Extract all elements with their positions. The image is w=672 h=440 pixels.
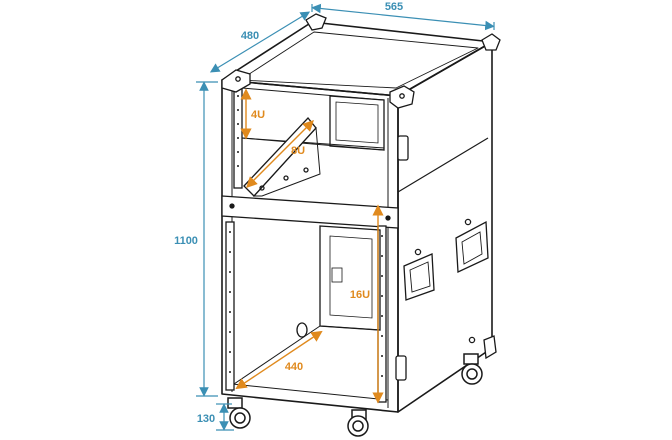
side-panel-seam bbox=[397, 137, 489, 193]
rack-8u-label: 8U bbox=[291, 145, 305, 157]
handle-left-inner bbox=[409, 261, 431, 293]
rack-16u-label: 16U bbox=[350, 289, 370, 301]
height-label: 1100 bbox=[174, 235, 198, 247]
corner-front-right bbox=[389, 85, 415, 109]
latch-lower bbox=[395, 355, 407, 381]
slant-screw-3 bbox=[303, 167, 309, 173]
rack-8u-line bbox=[246, 120, 314, 188]
handle-right-inner bbox=[461, 231, 483, 265]
shelf-separator bbox=[241, 137, 385, 151]
inner-width-line bbox=[235, 330, 323, 390]
corner-top-right bbox=[481, 33, 501, 51]
wheel-front-left bbox=[227, 397, 251, 429]
slant-rack-face bbox=[252, 126, 321, 197]
wheel-height-label: 130 bbox=[197, 413, 215, 425]
handle-right bbox=[455, 220, 489, 273]
depth-label: 480 bbox=[241, 30, 259, 42]
lower-floor-left bbox=[233, 325, 321, 385]
lower-back-box-inner bbox=[329, 235, 373, 319]
depth-dimension-line bbox=[209, 11, 311, 73]
crossbar bbox=[221, 195, 399, 229]
rack-interior bbox=[221, 87, 399, 403]
corner-protectors bbox=[221, 13, 501, 360]
floor-hole bbox=[296, 322, 308, 338]
lower-back-box bbox=[319, 225, 381, 331]
crossbar-screw-right bbox=[385, 215, 391, 221]
rack-4u-label: 4U bbox=[251, 109, 265, 121]
corner-top-back bbox=[305, 13, 327, 31]
dimension-lines-orange bbox=[235, 88, 384, 404]
slant-screw-2 bbox=[283, 175, 289, 181]
inner-width-label: 440 bbox=[285, 361, 303, 373]
hardware bbox=[395, 135, 489, 381]
width-dimension-line bbox=[311, 3, 495, 31]
case-top-inner bbox=[239, 31, 479, 89]
wheel-back-right bbox=[461, 353, 483, 385]
crossbar-screw-left bbox=[229, 203, 235, 209]
upper-back-box-inner bbox=[335, 101, 379, 144]
dimension-lines-blue bbox=[196, 3, 495, 431]
wheels bbox=[227, 353, 483, 437]
case-top-face bbox=[221, 21, 493, 97]
latch-upper bbox=[397, 135, 409, 161]
lower-floor-back bbox=[319, 325, 381, 331]
corner-bottom-right bbox=[483, 335, 497, 360]
wheel-front-right bbox=[347, 409, 369, 437]
lower-back-box-latch bbox=[331, 267, 343, 283]
left-rail-lower bbox=[225, 221, 235, 391]
width-label: 565 bbox=[385, 1, 403, 13]
